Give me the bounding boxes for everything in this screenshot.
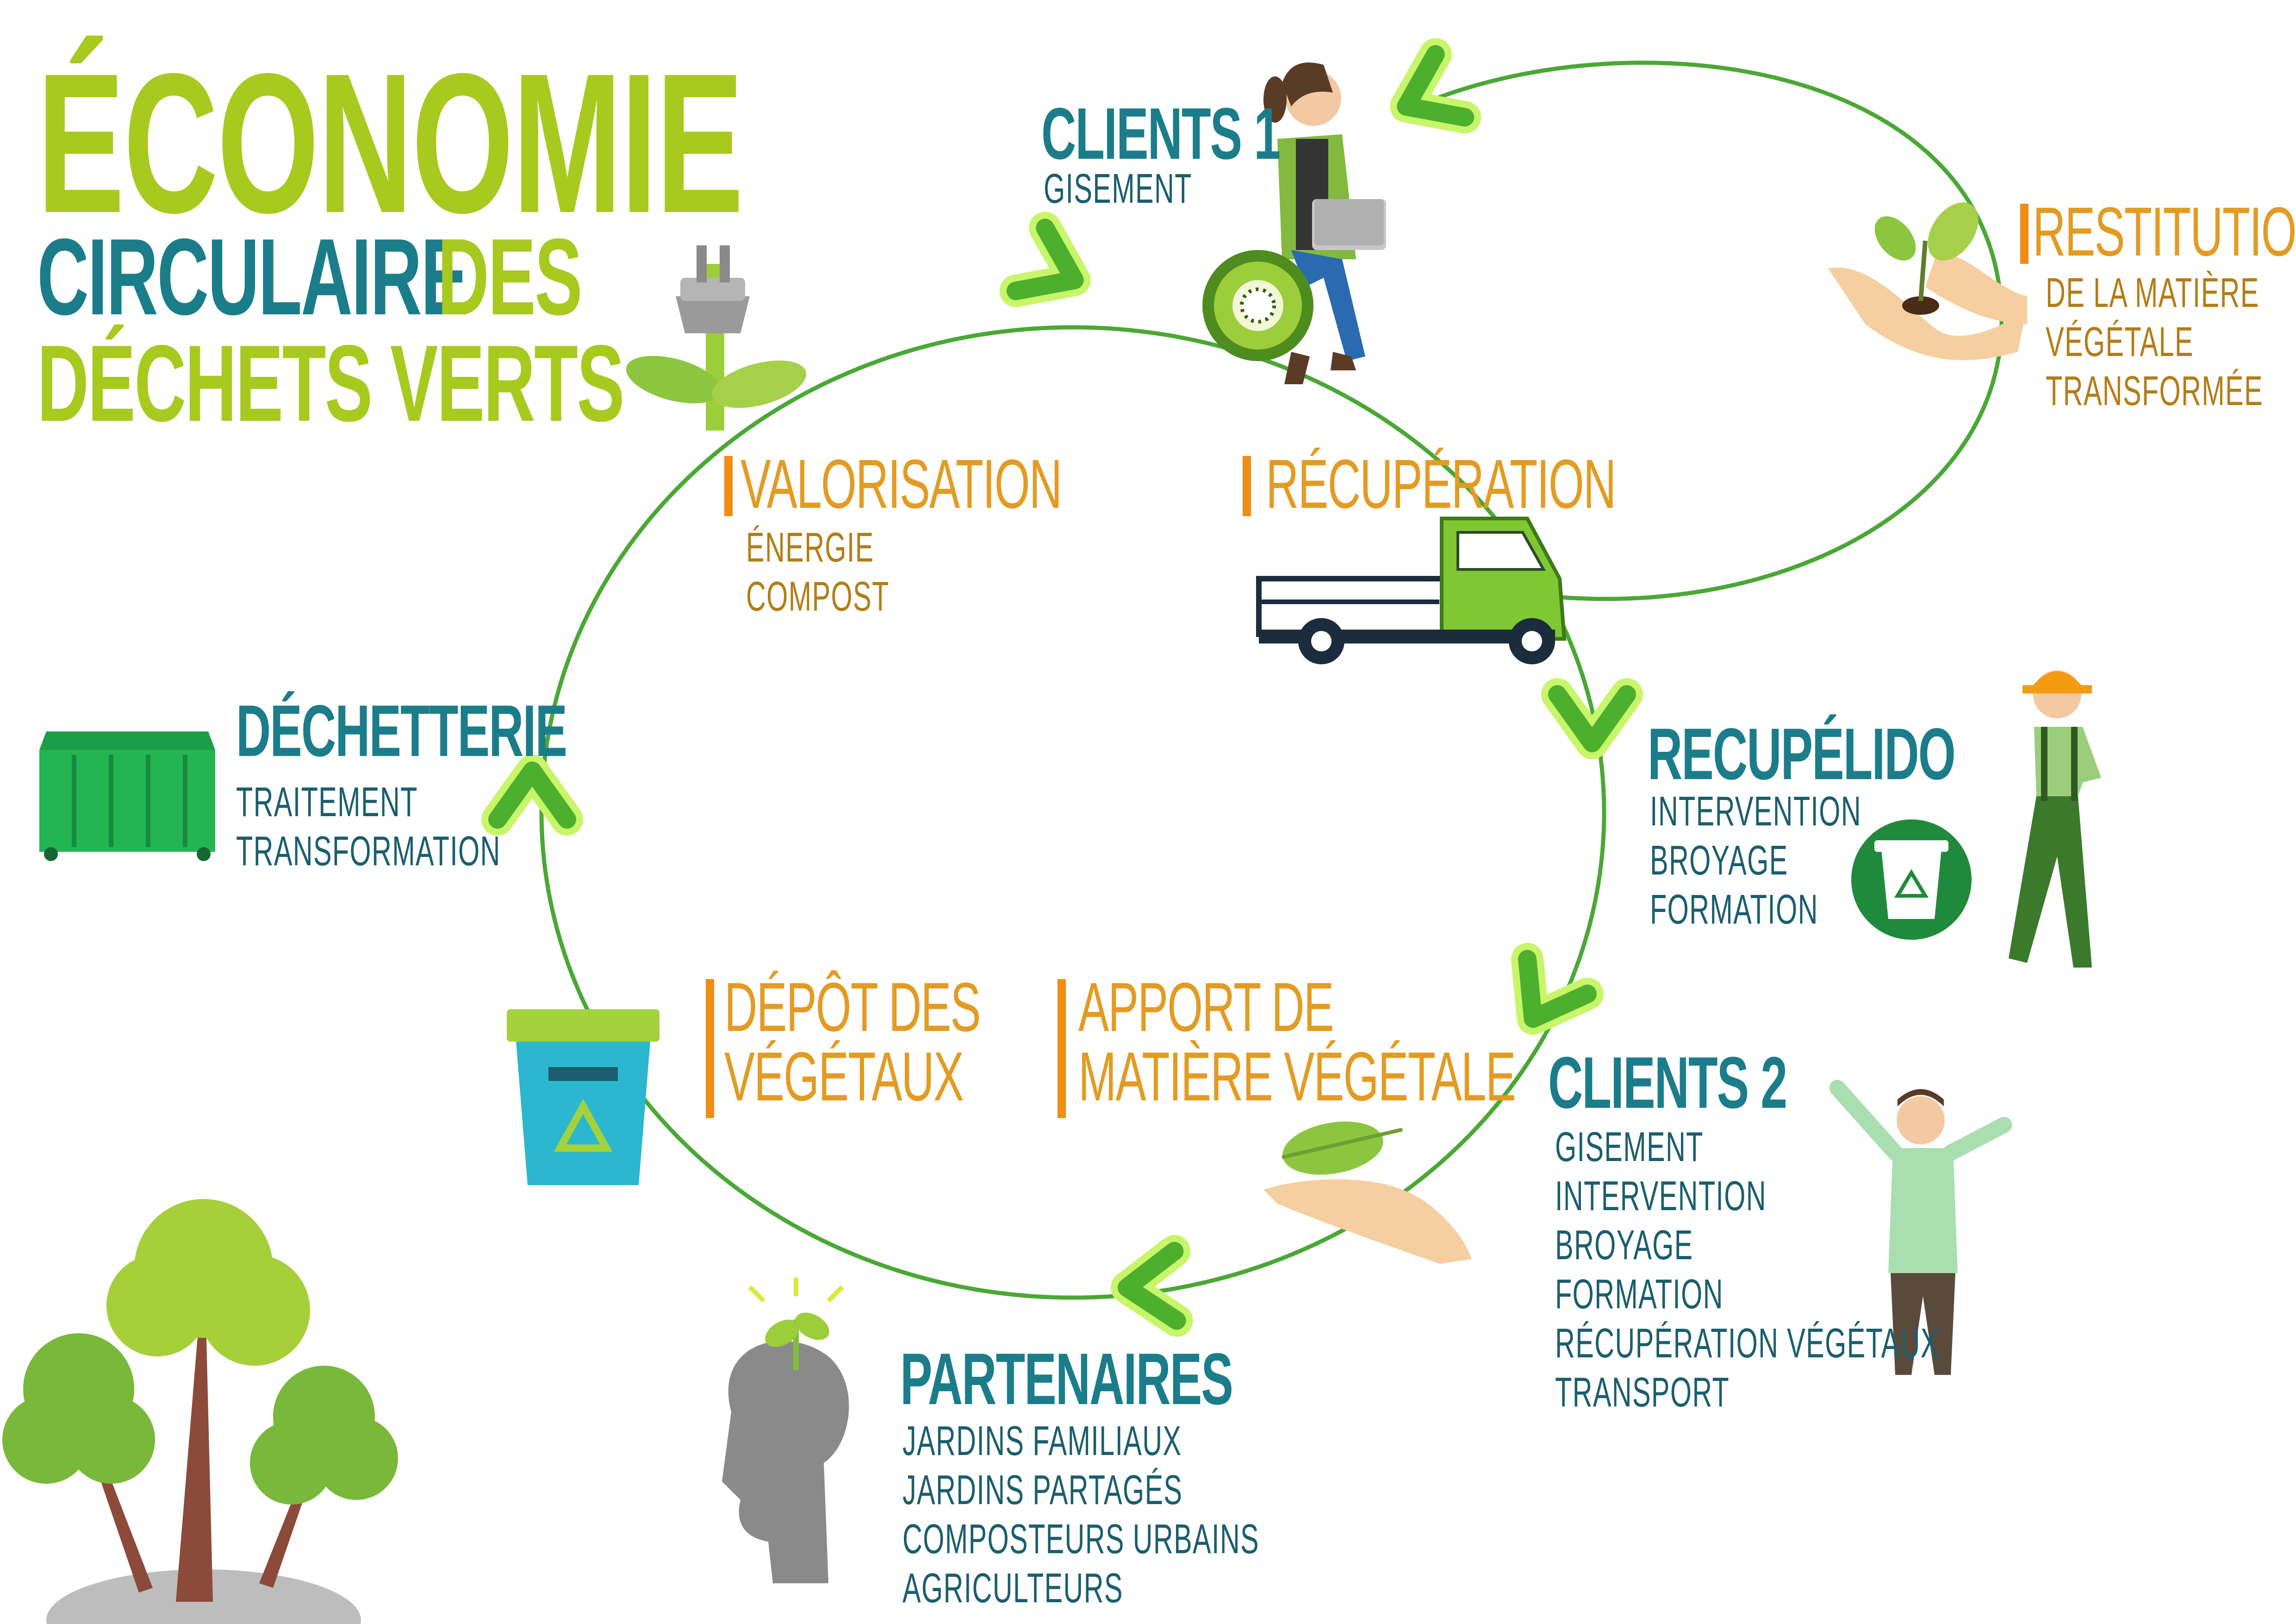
depot-accent-bar — [706, 979, 714, 1118]
valorisation-line: ÉNERGIE — [746, 525, 874, 571]
title-line-1: ÉCONOMIE — [37, 32, 744, 255]
clients2-line: FORMATION — [1555, 1271, 1724, 1318]
recupelido-line: FORMATION — [1650, 887, 1818, 933]
title-line-2a: CIRCULAIRE — [37, 216, 469, 337]
valorisation-sub: ÉNERGIE COMPOST — [746, 523, 890, 621]
truck-icon — [1256, 517, 1567, 664]
chevron-arrow-icon — [1016, 228, 1089, 311]
clients1-title: CLIENTS 1 — [1041, 93, 1281, 175]
depot-title-line: VÉGÉTAUX — [724, 1037, 964, 1115]
apport-title-line: MATIÈRE VÉGÉTALE — [1078, 1037, 1516, 1115]
apport-title: APPORT DE MATIÈRE VÉGÉTALE — [1078, 968, 1516, 1115]
clients2-title: CLIENTS 2 — [1548, 1042, 1787, 1124]
clients1-line: GISEMENT — [1044, 166, 1192, 212]
clients2-line: GISEMENT — [1555, 1124, 1704, 1170]
dumpster-icon — [39, 731, 215, 861]
clients2-line: TRANSPORT — [1555, 1369, 1730, 1416]
recycle-bin-icon — [1851, 819, 1972, 940]
apport-accent-bar — [1058, 979, 1066, 1118]
plug-plant-icon — [626, 245, 807, 431]
recupelido-line: INTERVENTION — [1650, 788, 1861, 835]
valorisation-title: VALORISATION — [740, 445, 1062, 523]
depot-title: DÉPÔT DES VÉGÉTAUX — [724, 968, 981, 1115]
recycling-container-icon — [507, 1009, 660, 1185]
title-line-2b: DES — [437, 216, 583, 337]
head-plant-icon — [722, 1278, 849, 1583]
hand-sprout-icon — [1828, 202, 2027, 360]
clients2-line: RÉCUPÉRATION VÉGÉTAUX — [1555, 1320, 1940, 1367]
clients2-sub: GISEMENT INTERVENTION BROYAGE FORMATION … — [1555, 1123, 1940, 1417]
partenaires-sub: JARDINS FAMILIAUX JARDINS PARTAGÉS COMPO… — [902, 1417, 1259, 1613]
person-laptop-icon — [1263, 62, 1386, 384]
chevron-arrow-icon — [1126, 1251, 1176, 1323]
chevron-arrow-icon — [1392, 54, 1465, 137]
recuperation-title: RÉCUPÉRATION — [1266, 445, 1616, 523]
restitution-title: RESTITUTION — [2033, 193, 2296, 270]
partenaires-line: AGRICULTEURS — [902, 1565, 1123, 1612]
dechetterie-line: TRAITEMENT — [236, 779, 418, 825]
chevron-arrow-icon — [498, 771, 567, 819]
partenaires-title: PARTENAIRES — [900, 1338, 1233, 1420]
dechetterie-title: DÉCHETTERIE — [236, 690, 567, 772]
restitution-accent-bar — [2020, 204, 2028, 264]
recuperation-accent-bar — [1243, 456, 1251, 516]
recupelido-title: RECUPÉLIDO — [1648, 713, 1956, 795]
apport-title-line: APPORT DE — [1078, 968, 1334, 1046]
restitution-line: DE LA MATIÈRE — [2046, 270, 2259, 316]
clients2-line: INTERVENTION — [1555, 1173, 1767, 1219]
hand-leaf-icon — [1263, 1121, 1472, 1264]
clients2-line: BROYAGE — [1555, 1222, 1693, 1268]
recupelido-sub: INTERVENTION BROYAGE FORMATION — [1650, 787, 1861, 934]
restitution-sub: DE LA MATIÈRE VÉGÉTALE TRANSFORMÉE — [2046, 269, 2263, 416]
dechetterie-sub: TRAITEMENT TRANSFORMATION — [236, 778, 501, 876]
title-line-3: DÉCHETS VERTS — [37, 322, 625, 444]
main-cycle-line — [539, 325, 1606, 1300]
depot-title-line: DÉPÔT DES — [724, 968, 981, 1046]
recupelido-line: BROYAGE — [1650, 837, 1788, 884]
trees-icon — [2, 1199, 398, 1624]
partenaires-line: COMPOSTEURS URBAINS — [902, 1516, 1259, 1562]
restitution-line: TRANSFORMÉE — [2046, 368, 2263, 414]
arms-raised-person-icon — [1829, 1080, 2012, 1375]
dechetterie-line: TRANSFORMATION — [236, 828, 501, 874]
valorisation-accent-bar — [724, 456, 733, 516]
restitution-line: VÉGÉTALE — [2046, 319, 2194, 365]
partenaires-line: JARDINS FAMILIAUX — [902, 1418, 1182, 1464]
valorisation-line: COMPOST — [746, 574, 890, 620]
kiwi-icon — [1202, 250, 1313, 361]
partenaires-line: JARDINS PARTAGÉS — [902, 1467, 1183, 1513]
gardener-icon — [2009, 670, 2101, 968]
